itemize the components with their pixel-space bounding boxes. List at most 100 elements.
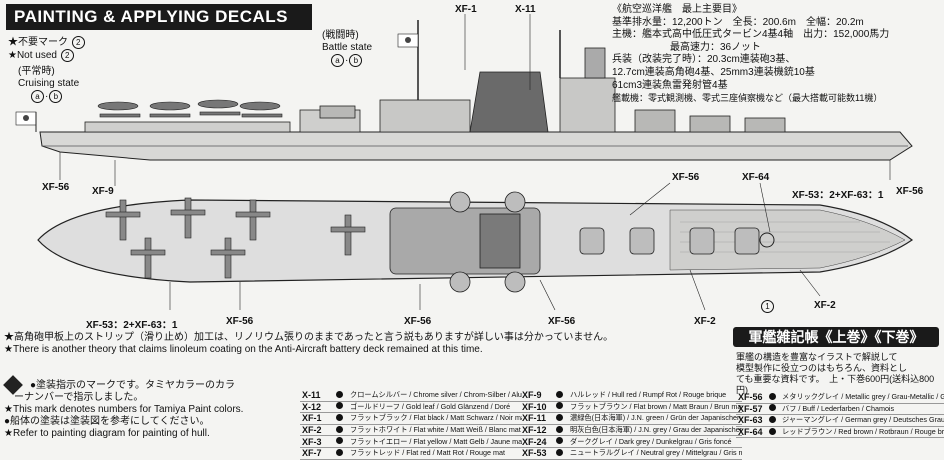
paint-code: XF-10 [520,401,554,414]
not-used-number: 2 [71,36,85,49]
hull-note-en: ★Refer to painting diagram for painting … [4,428,210,439]
ship-specs: 《航空巡洋艦 最上主要目》 基準排水量：12,200トン 全長：200.6m 全… [612,4,942,105]
paint-name: フラットブラウン / Flat brown / Matt Braun / Bru… [568,401,742,414]
specs-line-3: 最高速力：36ノット [670,41,761,53]
paint-row: XF-64 レッドブラウン / Red brown / Rotbraun / Ro… [736,426,944,439]
cruising-ja: (平常時) [18,66,55,77]
mark-note-ja-1: ●塗装指示のマークです。タミヤカラーのカラ [30,380,236,391]
callout-xf2-right: XF-2 [814,300,836,311]
callout-xf56-bottom-2: XF-56 [404,316,432,327]
option-b: b [49,90,63,103]
book-heading: 軍艦雑記帳《上巻》《下巻》 [733,327,939,347]
paint-name: ジャーマングレイ / German grey / Deutsches Grau … [780,414,944,427]
option-a: a [31,90,44,103]
paint-code: XF-9 [520,390,554,402]
paint-swatch-icon [334,390,348,402]
paint-code: XF-24 [520,435,554,448]
paint-name: メタリックグレイ / Metallic grey / Grau-Metallic… [780,392,944,404]
callout-xf2-bottom: XF-2 [694,316,716,327]
paint-table-2: XF-9 ハルレッド / Hull red / Rumpf Rot / Rouge… [520,390,742,460]
paint-code: XF-11 [520,412,554,425]
paint-name: ダークグレイ / Dark grey / Dunkelgrau / Gris f… [568,435,742,448]
paint-row: X-11 クロームシルバー / Chrome silver / Chrom-Sil… [300,390,522,402]
paint-row: XF-10 フラットブラウン / Flat brown / Matt Braun … [520,401,742,414]
paint-swatch-icon [554,401,568,414]
paint-name: クロームシルバー / Chrome silver / Chrom-Silber … [348,390,522,402]
paint-swatch-icon [334,447,348,460]
callout-xf56-bottom-3: XF-56 [548,316,576,327]
paint-code: X-11 [300,390,334,402]
paint-code: XF-3 [300,435,334,448]
book-line-3: ても重要な資料です。 上・下巻600円(送料込800円) [736,374,935,395]
callout-xf53-63-left: XF-53：2+XF-63：1 [86,320,178,331]
callout-xf53-63-right: XF-53：2+XF-63：1 [792,190,884,201]
cruising-en: Cruising state [18,78,80,89]
strip-note-en: ★There is another theory that claims lin… [4,344,483,355]
specs-line-6: 61cm3連装魚雷発射管4基 [612,79,728,91]
hull-note-ja: ●船体の塗装は塗装図を参考にしてください。 [4,416,210,427]
specs-line-4: 兵装（改装完了時）：20.3cm連装砲3基、 [612,54,796,66]
paint-code: XF-64 [736,426,768,439]
paint-swatch-icon [554,390,568,402]
paint-swatch-icon [554,435,568,448]
callout-xf56-mid: XF-56 [672,172,700,183]
strip-note-ja: ★高角砲甲板上のストリップ（滑り止め）加工は、リノリウム張りのままであったと言う… [4,332,614,343]
paint-code: XF-56 [736,392,768,404]
battle-legend: (戦闘時) Battle state a·b [322,30,373,67]
paint-name: フラットブラック / Flat black / Matt Schwarz / N… [348,412,522,425]
not-used-en: ★Not used [8,50,57,61]
cruising-legend: (平常時) Cruising state a·b [18,66,80,103]
paint-row: XF-2 フラットホワイト / Flat white / Matt Weiß / … [300,424,522,437]
paint-name: フラットホワイト / Flat white / Matt Weiß / Blan… [348,424,522,437]
paint-code: XF-7 [300,447,334,460]
paint-swatch-icon [334,401,348,414]
not-used-number-2: 2 [60,49,74,62]
paint-swatch-icon [334,435,348,448]
callout-xf56-right: XF-56 [896,186,924,197]
paint-code: XF-12 [520,424,554,437]
specs-line-7: 艦載機：零式観測機、零式三座偵察機など（最大搭載可能数11機） [612,93,883,104]
paint-name: 濃緑色(日本海軍) / J.N. green / Grün der Japani… [568,412,742,425]
paint-code: XF-1 [300,412,334,425]
callout-xf1: XF-1 [455,4,477,15]
callout-xf56-left: XF-56 [42,182,70,193]
paint-code: X-12 [300,401,334,414]
not-used-legend: ★不要マーク 2 ★Not used 2 [8,36,86,62]
paint-swatch-icon [767,403,780,416]
paint-row: XF-1 フラットブラック / Flat black / Matt Schwarz… [300,412,522,425]
battle-ja: (戦闘時) [322,30,359,41]
mark-note-en: ★This mark denotes numbers for Tamiya Pa… [4,404,244,415]
book-line-1: 軍艦の構造を豊富なイラストで解説して [736,352,898,362]
paint-name: フラットイエロー / Flat yellow / Matt Gelb / Jau… [348,435,522,448]
paint-swatch-icon [334,424,348,437]
callout-xf9: XF-9 [92,186,114,197]
paint-name: レッドブラウン / Red brown / Rotbraun / Rouge b… [780,426,944,439]
specs-line-1: 基準排水量：12,200トン 全長：200.6m 全幅：20.2m [612,16,864,28]
book-line-2: 模型製作に役立つのはもちろん、資料とし [736,363,908,373]
strip-note: ★高角砲甲板上のストリップ（滑り止め）加工は、リノリウム張りのままであったと言う… [4,332,724,356]
side-view [15,20,913,161]
paint-swatch-icon [554,412,568,425]
paint-row: XF-53 ニュートラルグレイ / Neutral grey / Mittelgr… [520,447,742,460]
paint-swatch-icon [554,447,568,460]
battle-en: Battle state [322,42,373,53]
paint-row: XF-11 濃緑色(日本海軍) / J.N. green / Grün der J… [520,412,742,425]
top-view [37,191,914,293]
paint-swatch-icon [767,426,780,439]
page-title: PAINTING & APPLYING DECALS [6,4,312,30]
paint-code: XF-2 [300,424,334,437]
paint-swatch-icon [554,424,568,437]
book-description: 軍艦の構造を豊富なイラストで解説して 模型製作に役立つのはもちろん、資料とし て… [736,352,942,396]
paint-name: ハルレッド / Hull red / Rumpf Rot / Rouge bri… [568,390,742,402]
mark-note-ja-2: ーナンバーで指示しました。 [14,392,144,403]
callout-xf64: XF-64 [742,172,770,183]
paint-code: XF-53 [520,447,554,460]
paint-code: XF-57 [736,403,768,416]
paint-name: ニュートラルグレイ / Neutral grey / Mittelgrau / … [568,447,742,460]
